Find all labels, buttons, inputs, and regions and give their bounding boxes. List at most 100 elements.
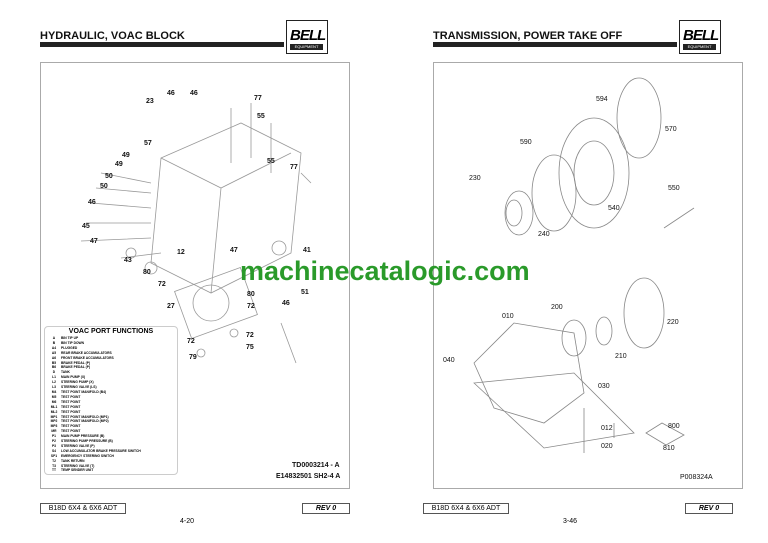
logo-sub: EQUIPMENT xyxy=(290,44,323,50)
callout: 590 xyxy=(520,139,532,146)
callout: 540 xyxy=(608,205,620,212)
callout: 810 xyxy=(663,445,675,452)
callout: 79 xyxy=(189,354,197,361)
page-number: 4-20 xyxy=(180,518,195,525)
port-code: M4 xyxy=(51,389,57,394)
callout: 50 xyxy=(100,183,108,190)
callout: 12 xyxy=(177,249,185,256)
callout: 46 xyxy=(190,90,198,97)
logo-text: BELL xyxy=(683,27,719,44)
port-function: TEST POINT MANIFOLD (B4) xyxy=(61,389,107,394)
port-row: B5 BRAKE PEDAL (P) xyxy=(47,361,175,366)
page-number: 3-46 xyxy=(563,518,578,525)
port-row: M4 TEST POINT MANIFOLD (B4) xyxy=(47,390,175,395)
right-diagram-panel: 594 570 590 230 550 540 240 200 010 220 … xyxy=(433,62,743,489)
port-code: P2 xyxy=(51,439,57,444)
port-row: A5 REAR BRAKE ACCUMULATORS xyxy=(47,351,175,356)
port-function: TEST POINT xyxy=(61,404,81,409)
port-function: BIN TIP DOWN xyxy=(61,340,85,345)
footer-model: B18D 6X4 & 6X6 ADT xyxy=(423,503,509,514)
port-row: A4 PLUGGED xyxy=(47,346,175,351)
port-code: MP2 xyxy=(50,419,58,424)
callout: 020 xyxy=(601,443,613,450)
port-row: S4 LOW ACCUMULATOR BRAKE PRESSURE SWITCH xyxy=(47,449,175,454)
drawing-code: P008324A xyxy=(680,474,713,481)
callout: 72 xyxy=(247,303,255,310)
callout: 80 xyxy=(247,291,255,298)
callout: 030 xyxy=(598,383,610,390)
callout: 220 xyxy=(667,319,679,326)
port-function: STEERING VALVE (T) xyxy=(61,463,95,468)
callout: 55 xyxy=(267,158,275,165)
callout: 46 xyxy=(282,300,290,307)
port-function: BIN TIP UP xyxy=(61,336,79,340)
port-function: TEST POINT xyxy=(61,394,81,399)
callout: 27 xyxy=(167,303,175,310)
port-function: STEERING PUMP (X) xyxy=(61,380,94,385)
voac-block-drawing xyxy=(80,103,312,364)
port-function: PLUGGED xyxy=(61,345,78,350)
footer-rev: REV 0 xyxy=(302,503,350,514)
port-function: FRONT BRAKE ACCUMULATORS xyxy=(61,355,114,360)
logo-sub: EQUIPMENT xyxy=(683,44,716,50)
footer-rev: REV 0 xyxy=(685,503,733,514)
port-code: A4 xyxy=(51,345,57,350)
drawing-ref: E14832501 SH2-4 A xyxy=(276,473,341,480)
port-code: L3 xyxy=(52,385,56,390)
port-function: TEST POINT MANIFOLD (MP2) xyxy=(61,419,109,424)
port-code: S4 xyxy=(51,448,57,453)
port-function: LOW ACCUMULATOR BRAKE PRESSURE SWITCH xyxy=(61,448,141,453)
left-page-title: HYDRAULIC, VOAC BLOCK xyxy=(40,30,185,42)
port-code: B5 xyxy=(51,360,57,365)
port-function: STEERING VALVE (P) xyxy=(61,443,95,448)
port-function: BRAKE PEDAL (P) xyxy=(61,360,91,365)
port-function: REAR BRAKE ACCUMULATORS xyxy=(61,350,112,355)
port-code: B xyxy=(52,340,56,345)
port-function: TEST POINT xyxy=(61,409,81,414)
port-code: L2 xyxy=(52,380,56,385)
port-code: P1 xyxy=(51,434,57,439)
callout: 41 xyxy=(303,247,311,254)
callout: 72 xyxy=(187,338,195,345)
callout: 72 xyxy=(246,332,254,339)
callout: 77 xyxy=(290,164,298,171)
port-code: T2 xyxy=(52,458,56,463)
right-page-title: TRANSMISSION, POWER TAKE OFF xyxy=(433,30,623,42)
title-rule xyxy=(433,42,677,47)
table-heading: VOAC PORT FUNCTIONS xyxy=(68,328,154,335)
watermark: machinecatalogic.com xyxy=(240,256,530,286)
port-code: L1 xyxy=(52,375,56,380)
pto-drawing xyxy=(473,77,695,453)
port-code: MR xyxy=(51,429,57,434)
callout: 010 xyxy=(502,313,514,320)
port-code: SP1 xyxy=(50,453,58,458)
port-code: A5 xyxy=(51,350,57,355)
callout: 75 xyxy=(246,344,254,351)
port-row: B BIN TIP DOWN xyxy=(47,341,175,346)
port-function: TEMP SENDER UNIT xyxy=(61,468,94,473)
port-code: TT xyxy=(51,468,57,473)
callout: 240 xyxy=(538,231,550,238)
port-code: MP3 xyxy=(50,424,58,429)
callout: 49 xyxy=(122,152,130,159)
callout: 51 xyxy=(301,289,309,296)
footer-model: B18D 6X4 & 6X6 ADT xyxy=(40,503,126,514)
callout: 80 xyxy=(143,269,151,276)
callout: 550 xyxy=(668,185,680,192)
